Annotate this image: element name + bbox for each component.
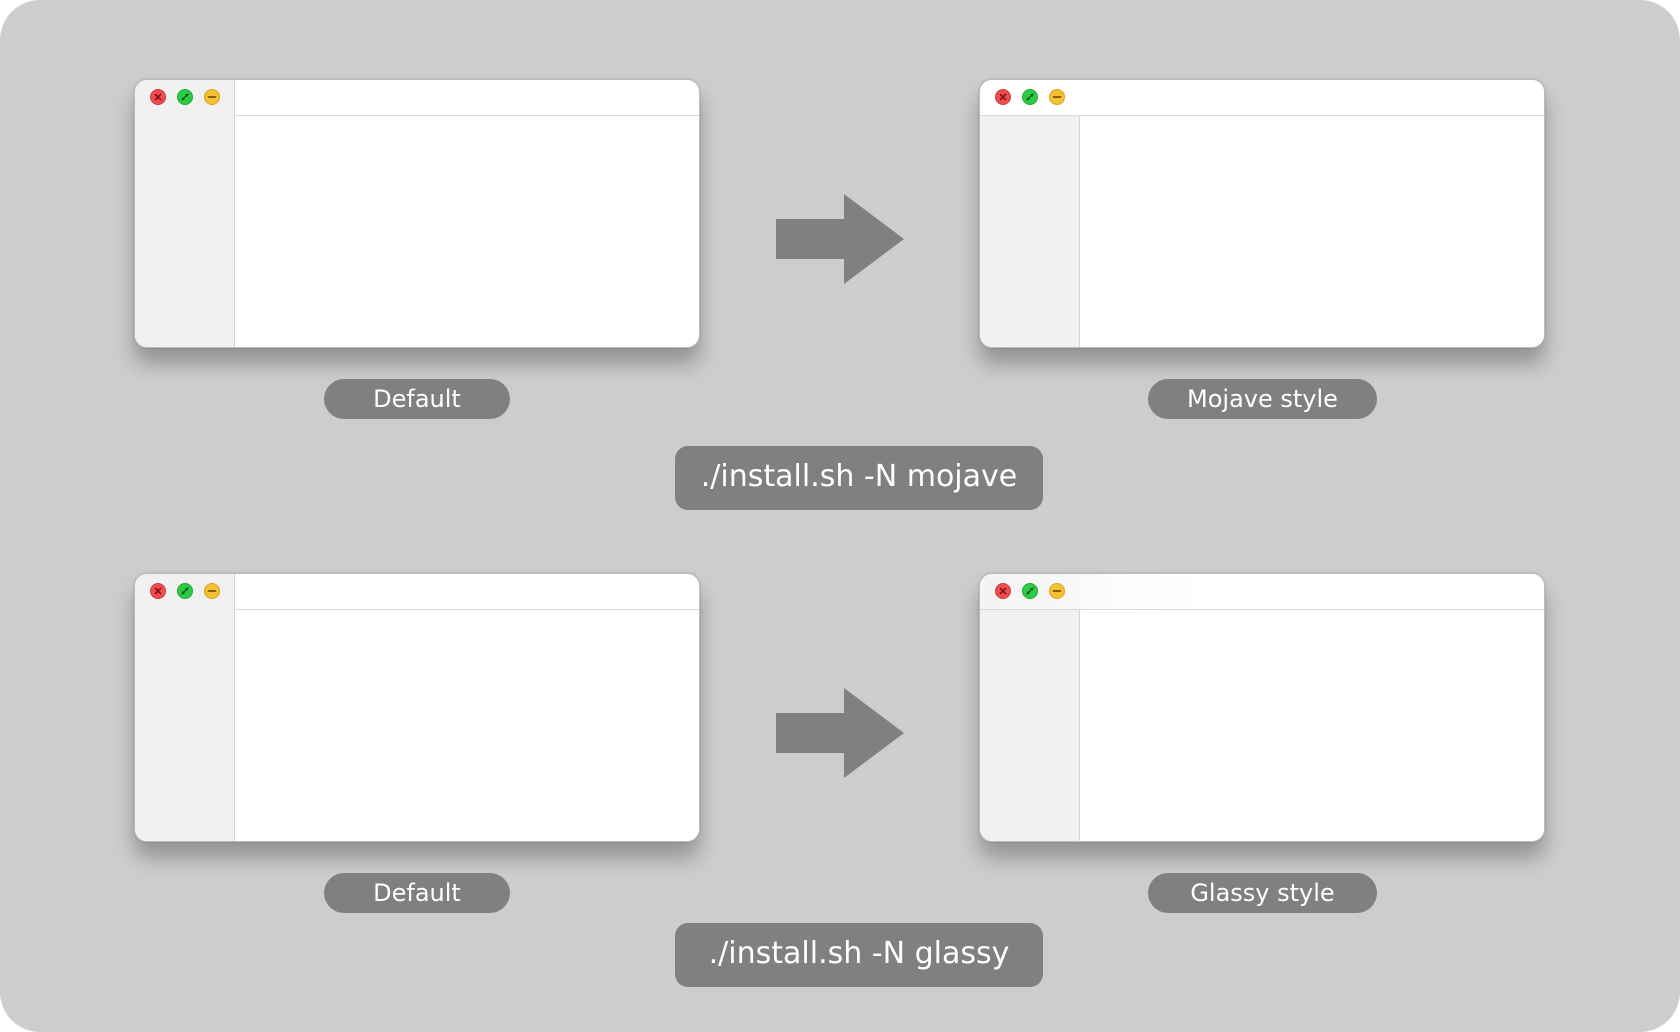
default-window-preview [134, 79, 700, 348]
minimize-icon[interactable] [1049, 89, 1065, 105]
minimize-icon[interactable] [204, 89, 220, 105]
minimize-icon[interactable] [204, 583, 220, 599]
window-headerbar [980, 574, 1544, 610]
glassy-style-label: Glassy style [1148, 873, 1377, 913]
window-sidebar [135, 574, 235, 841]
window-controls [150, 583, 220, 599]
window-headerbar [235, 574, 699, 610]
close-icon[interactable] [150, 89, 166, 105]
mojave-window-preview [979, 79, 1545, 348]
window-headerbar [235, 80, 699, 116]
window-sidebar [980, 610, 1080, 841]
minimize-icon[interactable] [1049, 583, 1065, 599]
window-sidebar [980, 116, 1080, 347]
close-icon[interactable] [995, 89, 1011, 105]
close-icon[interactable] [995, 583, 1011, 599]
close-icon[interactable] [150, 583, 166, 599]
mojave-style-label: Mojave style [1148, 379, 1377, 419]
mojave-install-command: ./install.sh -N mojave [675, 446, 1043, 510]
window-headerbar [980, 80, 1544, 116]
glassy-install-command: ./install.sh -N glassy [675, 923, 1043, 987]
default-window-preview [134, 573, 700, 842]
arrow-right-icon [776, 194, 904, 284]
window-sidebar [135, 80, 235, 347]
arrow-right-icon [776, 688, 904, 778]
maximize-icon[interactable] [177, 89, 193, 105]
maximize-icon[interactable] [177, 583, 193, 599]
maximize-icon[interactable] [1022, 583, 1038, 599]
window-controls [150, 89, 220, 105]
window-controls [995, 583, 1065, 599]
window-controls [995, 89, 1065, 105]
default-label: Default [324, 873, 510, 913]
glassy-window-preview [979, 573, 1545, 842]
maximize-icon[interactable] [1022, 89, 1038, 105]
default-label: Default [324, 379, 510, 419]
